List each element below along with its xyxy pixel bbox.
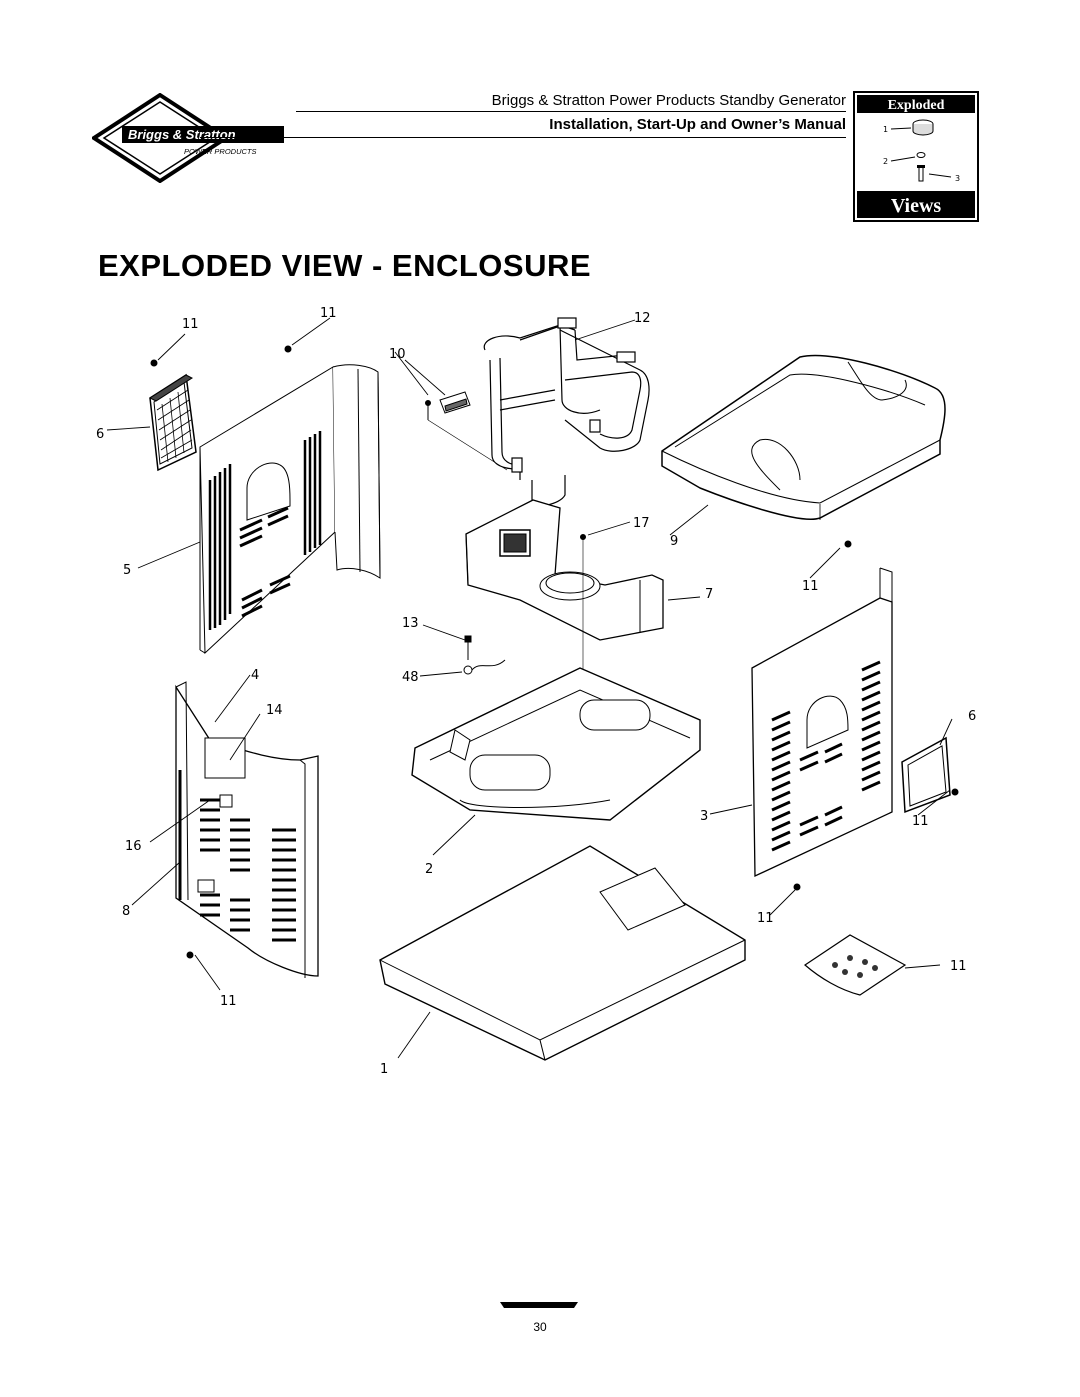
callout-14: 14 [266,703,283,718]
callout-5: 5 [123,563,131,578]
callout-16: 16 [125,839,142,854]
part-48-cable [463,659,506,675]
badge-label-2: 2 [883,157,888,166]
callout-11g: 11 [220,994,237,1009]
callout-6b: 6 [968,709,976,724]
part-6-grille-left [148,373,197,472]
callout-6a: 6 [96,427,104,442]
callout-11e: 11 [757,911,774,926]
part-10-bracket [425,391,508,471]
part-12-frame [483,317,650,507]
callout-11a: 11 [182,317,199,332]
callout-11d: 11 [912,814,929,829]
logo-brand-name: Briggs & Stratton [128,127,236,142]
footer-bar [500,1302,578,1308]
part-11-screw-bag [804,934,907,996]
callout-8: 8 [122,904,130,919]
callout-3: 3 [700,809,708,824]
briggs-stratton-logo: Briggs & Stratton POWER PRODUCTS [92,93,284,183]
part-4-front-panel [175,681,319,978]
part-1-base-plate [379,845,746,1061]
part-6-grille-right [901,736,951,814]
callout-12: 12 [634,311,651,326]
part-9-roof [661,354,946,520]
callout-9: 9 [670,534,678,549]
badge-label-1: 1 [883,125,888,134]
callout-48: 48 [402,670,419,685]
callout-13: 13 [402,616,419,631]
logo-brand-sub: POWER PRODUCTS [184,147,257,156]
callout-7: 7 [705,587,713,602]
badge-bottom-word: Views [891,195,942,217]
header-rule-bottom [200,137,846,138]
part-2-base-pan [411,667,701,821]
part-3-side-panel [751,567,893,878]
callout-4: 4 [251,668,259,683]
callout-17: 17 [633,516,650,531]
part-13-bolt [464,635,472,660]
badge-label-3: 3 [955,174,960,183]
callout-1: 1 [380,1062,388,1077]
part-5-side-panel [199,364,381,655]
callout-11c: 11 [802,579,819,594]
callout-11b: 11 [320,306,337,321]
header-rule-top [296,111,846,112]
part-7-mount [465,499,664,641]
exploded-views-badge: Exploded Views 1 2 3 [853,91,979,222]
header-title: Briggs & Stratton Power Products Standby… [491,92,846,109]
callout-10: 10 [389,347,406,362]
page-title: EXPLODED VIEW - ENCLOSURE [98,248,592,283]
callout-2: 2 [425,862,433,877]
page-number: 30 [533,1320,547,1334]
callout-11f: 11 [950,959,967,974]
badge-top-word: Exploded [888,98,945,113]
header-subtitle: Installation, Start-Up and Owner’s Manua… [549,116,846,133]
